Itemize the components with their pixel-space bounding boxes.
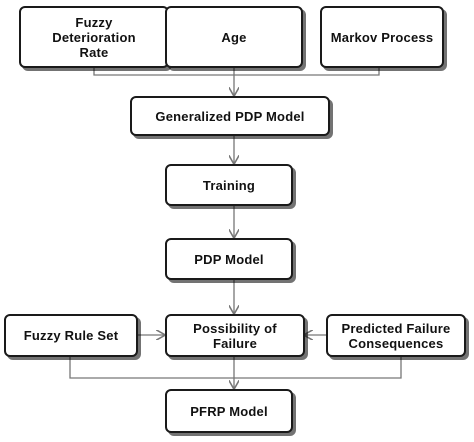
- training-label: Training: [202, 177, 256, 193]
- possibility-of-failure-label: Possibility of Failure: [193, 320, 277, 351]
- fuzzy-deterioration-rate-label: Fuzzy Deterioration Rate: [52, 14, 136, 60]
- fuzzy-deterioration-rate-box: Fuzzy Deterioration Rate: [19, 6, 169, 68]
- possibility-of-failure-box: Possibility of Failure: [165, 314, 305, 357]
- predicted-failure-consequences-box: Predicted Failure Consequences: [326, 314, 466, 357]
- age-box: Age: [165, 6, 303, 68]
- pdp-model-box: PDP Model: [165, 238, 293, 280]
- training-box: Training: [165, 164, 293, 206]
- fuzzy-rule-set-box: Fuzzy Rule Set: [4, 314, 138, 357]
- markov-process-label: Markov Process: [330, 29, 434, 45]
- merge-line-bottom: [69, 357, 402, 379]
- pfrp-model-label: PFRP Model: [190, 403, 268, 419]
- age-label: Age: [221, 29, 247, 45]
- generalized-pdp-model-label: Generalized PDP Model: [155, 108, 305, 124]
- merge-line-top: [93, 68, 380, 76]
- markov-process-box: Markov Process: [320, 6, 444, 68]
- pfrp-model-box: PFRP Model: [165, 389, 293, 433]
- predicted-failure-consequences-label: Predicted Failure Consequences: [341, 320, 451, 351]
- generalized-pdp-model-box: Generalized PDP Model: [130, 96, 330, 136]
- pdp-model-label: PDP Model: [194, 251, 264, 267]
- fuzzy-rule-set-label: Fuzzy Rule Set: [23, 328, 119, 343]
